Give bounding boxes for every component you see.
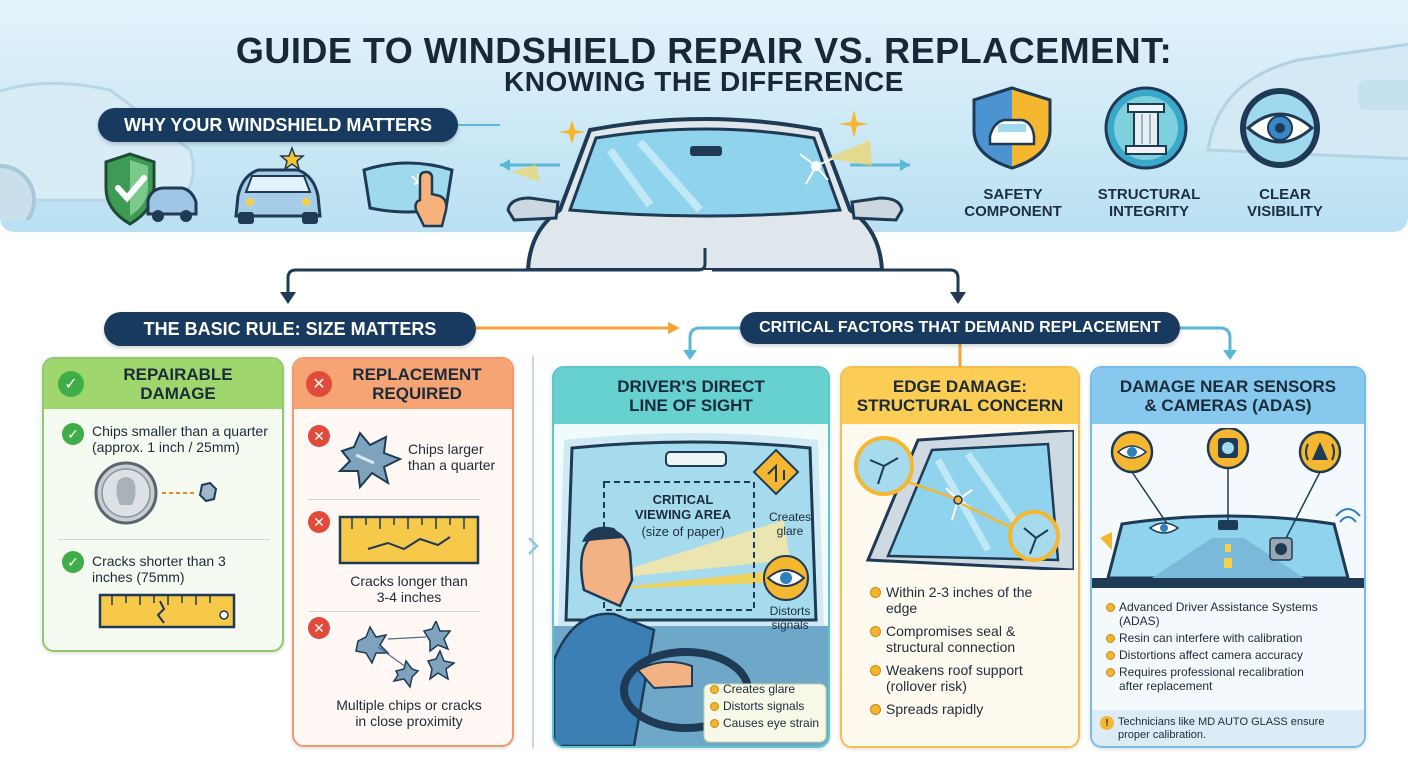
edge-bullet: Spreads rapidly [870, 701, 1070, 717]
warning-icon: ! [1100, 716, 1114, 730]
replacement-item-cracks: Cracks longer than 3-4 inches [350, 573, 468, 605]
driver-view-illustration [554, 433, 828, 746]
adas-sensors-title: DAMAGE NEAR SENSORS & CAMERAS (ADAS) [1092, 368, 1364, 424]
check-icon: ✓ [62, 551, 84, 573]
page-subtitle: KNOWING THE DIFFERENCE [504, 66, 904, 97]
repairable-item-cracks: Cracks shorter than 3 inches (75mm) [92, 553, 226, 585]
distorts-signals-label: Distorts signals [769, 604, 811, 632]
item-divider [308, 499, 480, 500]
adas-bullet: Distortions affect camera accuracy [1106, 648, 1364, 662]
critical-viewing-area-note: (size of paper) [641, 524, 725, 539]
adas-sensors-card: DAMAGE NEAR SENSORS & CAMERAS (ADAS) Adv… [1090, 366, 1366, 748]
repairable-item-chips: Chips smaller than a quarter (approx. 1 … [92, 423, 268, 455]
basic-rule-label: THE BASIC RULE: SIZE MATTERS [104, 312, 476, 346]
adas-bullets: Advanced Driver Assistance Systems (ADAS… [1106, 600, 1364, 696]
edge-crack-illustration [854, 430, 1074, 570]
driver-bullet: Creates glare [710, 682, 828, 696]
car-star-icon [234, 146, 322, 224]
critical-viewing-area-label: CRITICAL VIEWING AREA [634, 492, 732, 522]
drivers-line-of-sight-card: DRIVER'S DIRECT LINE OF SIGHT CRITICAL V… [552, 366, 830, 748]
safety-component-label: SAFETY COMPONENT [964, 186, 1062, 220]
structural-integrity-label: STRUCTURAL INTEGRITY [1097, 186, 1201, 220]
short-crack-ruler-icon [98, 593, 236, 629]
eye-icon [1240, 88, 1320, 168]
replacement-item-multiple: Multiple chips or cracks in close proxim… [336, 697, 482, 729]
repairable-damage-card: REPAIRABLE DAMAGE ✓ ✓ Chips smaller than… [42, 357, 284, 652]
shield-car-icon [104, 152, 198, 226]
why-windshield-matters-label: WHY YOUR WINDSHIELD MATTERS [98, 108, 458, 142]
drivers-line-of-sight-title: DRIVER'S DIRECT LINE OF SIGHT [554, 368, 828, 424]
driver-bullet: Distorts signals [710, 699, 828, 713]
check-icon: ✓ [58, 371, 84, 397]
adas-bullet: Advanced Driver Assistance Systems (ADAS… [1106, 600, 1364, 628]
page-title: GUIDE TO WINDSHIELD REPAIR VS. REPLACEME… [235, 30, 1173, 71]
why-connector-line [458, 124, 500, 126]
edge-bullet: Within 2-3 inches of the edge [870, 584, 1070, 616]
edge-damage-title: EDGE DAMAGE: STRUCTURAL CONCERN [842, 368, 1078, 424]
creates-glare-label: Creates glare [768, 510, 812, 538]
replacement-required-card: REPLACEMENT REQUIRED ✕ ✕ Chips larger th… [292, 357, 514, 747]
driver-bullets: Creates glare Distorts signals Causes ey… [710, 682, 828, 733]
adas-bullet: Requires professional recalibration afte… [1106, 665, 1364, 693]
quarter-coin-icon [94, 461, 218, 525]
section-divider [532, 356, 534, 748]
item-divider [58, 539, 270, 540]
item-divider [308, 611, 480, 612]
adas-bullet: Resin can interfere with calibration [1106, 631, 1364, 645]
clear-visibility-label: CLEAR VISIBILITY [1247, 186, 1323, 220]
edge-bullet: Compromises seal & structural connection [870, 623, 1070, 655]
long-crack-ruler-icon [338, 515, 480, 565]
critical-factors-label: CRITICAL FACTORS THAT DEMAND REPLACEMENT [740, 312, 1180, 344]
replacement-item-chips: Chips larger than a quarter [408, 441, 496, 473]
windshield-touch-icon [362, 161, 454, 228]
edge-bullet: Weakens roof support (rollover risk) [870, 662, 1070, 694]
check-icon: ✓ [62, 423, 84, 445]
edge-bullets: Within 2-3 inches of the edge Compromise… [870, 584, 1070, 724]
safety-shield-car-icon [972, 86, 1052, 170]
x-icon: ✕ [308, 617, 330, 639]
chevron-right-icon [528, 537, 539, 555]
large-chip-icon [337, 431, 403, 489]
x-icon: ✕ [308, 425, 330, 447]
edge-damage-card: EDGE DAMAGE: STRUCTURAL CONCERN Within 2… [840, 366, 1080, 748]
adas-note-box [1092, 710, 1364, 746]
adas-windshield-illustration [1092, 428, 1364, 588]
x-icon: ✕ [306, 371, 332, 397]
pillar-icon [1104, 86, 1188, 170]
driver-bullet: Causes eye strain [710, 716, 828, 730]
flow-connectors [280, 248, 1237, 366]
x-icon: ✕ [308, 511, 330, 533]
adas-technician-note: Technicians like MD AUTO GLASS ensure pr… [1118, 716, 1325, 741]
multiple-chips-icon [355, 621, 456, 689]
hero-car-windshield [500, 110, 910, 270]
